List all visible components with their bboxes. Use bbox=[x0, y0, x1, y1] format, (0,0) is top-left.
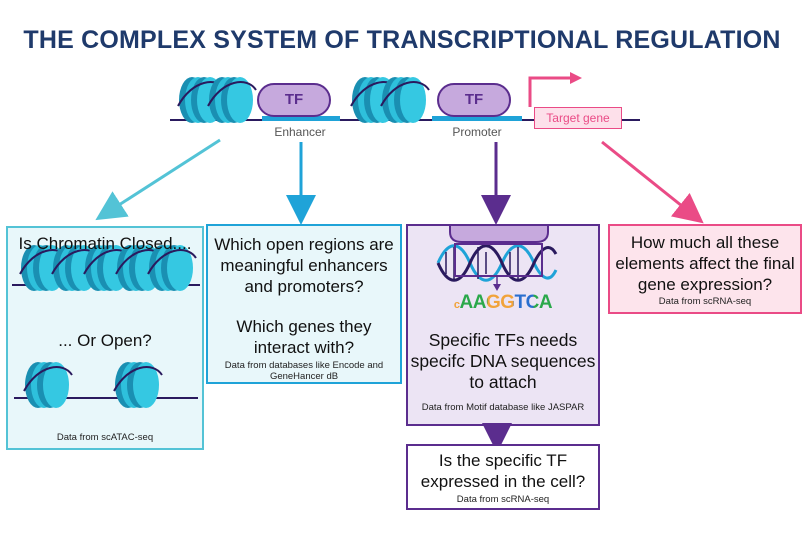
chromatin-open-text: ... Or Open? bbox=[58, 331, 152, 350]
tf-expression-question: Is the specific TF expressed in the cell… bbox=[420, 451, 586, 491]
expression-question: How much all these elements affect the f… bbox=[615, 233, 795, 294]
tf-label-promoter: TF bbox=[464, 91, 484, 108]
enhancer-label: Enhancer bbox=[274, 125, 326, 139]
tf-shape-1 bbox=[257, 83, 331, 117]
tf-shape-2 bbox=[437, 83, 511, 117]
promoter-label: Promoter bbox=[452, 125, 502, 139]
chromatin-heading: Is Chromatin Closed.... bbox=[18, 234, 192, 253]
motif-logo: cAAGGTCA bbox=[453, 292, 553, 313]
motif-sequence: AAGGTCA bbox=[459, 292, 553, 313]
tf-expression-box: Is the specific TF expressed in the cell… bbox=[406, 444, 600, 510]
page-title: THE COMPLEX SYSTEM OF TRANSCRIPTIONAL RE… bbox=[23, 26, 781, 54]
target-gene-label: Target gene bbox=[534, 107, 622, 129]
motif-text: Specific TFs needs specifc DNA sequences… bbox=[410, 330, 596, 392]
expression-source: Data from scRNA-seq bbox=[658, 296, 752, 307]
regions-source: Data from databases like Encode and Gene… bbox=[224, 360, 384, 382]
regions-question: Which open regions are meaningful enhanc… bbox=[214, 235, 394, 296]
open-chromatin bbox=[14, 361, 198, 409]
motif-source: Data from Motif database like JASPAR bbox=[421, 402, 585, 413]
genes-question: Which genes they interact with? bbox=[236, 317, 372, 357]
chromatin-source: Data from scATAC-seq bbox=[56, 432, 154, 443]
dna-helix bbox=[436, 243, 558, 291]
regions-box: Which open regions are meaningful enhanc… bbox=[206, 224, 402, 384]
expression-box: How much all these elements affect the f… bbox=[608, 224, 802, 314]
tf-label-enhancer: TF bbox=[284, 91, 304, 108]
tf-expression-source: Data from scRNA-seq bbox=[456, 494, 550, 505]
closed-chromatin bbox=[12, 244, 200, 292]
